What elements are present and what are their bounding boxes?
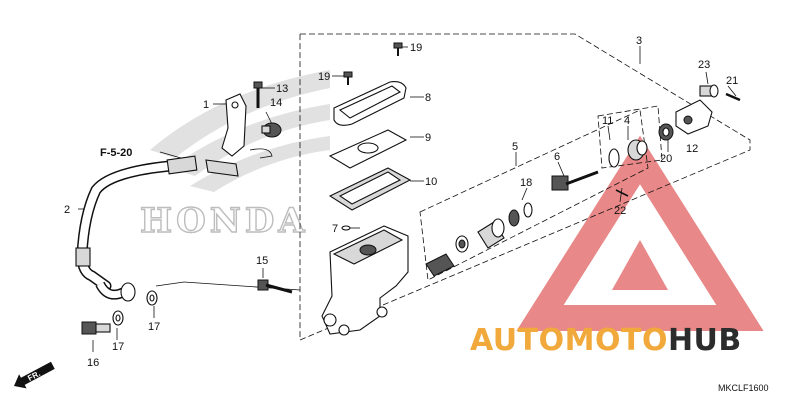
callout-15: 15 [256,255,268,267]
callout-8: 8 [425,92,431,104]
callout-19-b: 19 [318,71,330,83]
logo-hub: HUB [668,323,742,358]
master-cylinder-body [321,225,409,336]
joint-12 [675,99,713,135]
callout-21: 21 [726,75,738,87]
automotohub-logo: AUTOMOTOHUB [470,323,742,358]
watermark-triangle [516,135,764,331]
callouts: 1 2 3 4 5 6 7 8 9 10 11 12 13 14 15 16 1… [64,35,738,369]
boot-4 [627,139,648,161]
callout-14: 14 [270,97,282,109]
front-direction-arrow: FR. [14,361,55,389]
bolt-15 [257,279,293,294]
callout-7: 7 [332,223,338,235]
piston [477,218,505,249]
callout-17-b: 17 [148,321,160,333]
screw-19-a [393,42,403,56]
callout-13: 13 [276,83,288,95]
page-reference: F-5-20 [100,147,132,159]
diaphragm [328,167,412,211]
seal-kit-outline [597,105,663,169]
reservoir-plate [328,129,408,169]
callout-5: 5 [512,141,518,153]
logo-auto: AUTO [470,323,565,358]
callout-16: 16 [87,357,99,369]
callout-11: 11 [602,115,613,127]
callout-20: 20 [660,153,672,165]
bolt-13 [253,81,263,108]
subassembly-outline [419,109,649,281]
callout-3: 3 [636,35,642,47]
piston-spring [425,253,455,277]
callout-1: 1 [203,99,209,111]
o-ring-7 [341,225,351,231]
sealing-washer-17-a [112,310,124,326]
assembly-outline [299,33,751,341]
callout-4: 4 [624,115,630,127]
callout-19-a: 19 [410,42,422,54]
logo-moto: MOTO [565,323,668,358]
nut-20 [658,123,674,141]
pin-22 [615,189,629,197]
cotter-pin-21 [725,92,741,102]
callout-12: 12 [686,143,698,155]
sealing-washer-17-b [146,290,158,306]
push-rod [551,170,599,191]
logo-text: AUTOMOTOHUB [470,323,742,358]
hose-bracket [205,93,273,177]
honda-wordmark: HONDA [140,201,309,241]
circlip-18 [523,202,533,218]
bolt-14 [261,122,282,138]
piston-cup [455,235,469,253]
secondary-cup [508,209,520,227]
banjo-bolt-16 [81,321,111,335]
callout-22: 22 [614,205,626,217]
diagram-code: MKCLF1600 [718,383,769,393]
honda-watermark: HONDA [139,70,330,242]
callout-18: 18 [520,177,532,189]
callout-6: 6 [554,151,560,163]
snap-ring-11 [608,148,620,168]
callout-2: 2 [64,204,70,216]
callout-17-a: 17 [112,341,124,353]
clutch-hose [75,155,198,302]
callout-9: 9 [425,132,431,144]
callout-23: 23 [698,59,710,71]
screw-19-b [343,71,353,85]
reservoir-cap [333,81,407,126]
joint-pin-23 [699,84,719,98]
callout-10: 10 [425,176,437,188]
